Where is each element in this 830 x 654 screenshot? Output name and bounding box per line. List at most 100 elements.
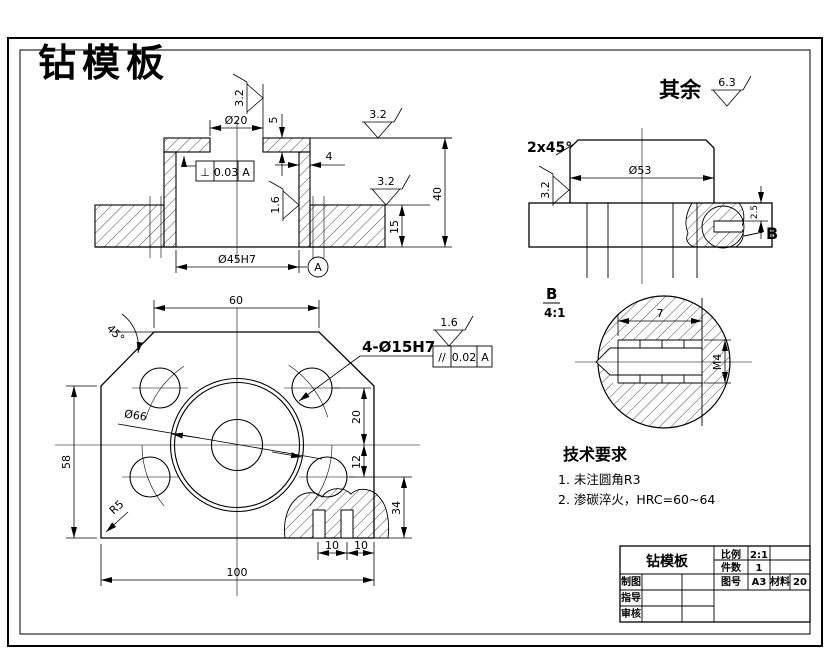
broken-out-section	[284, 488, 390, 539]
hatched-areas	[94, 137, 386, 248]
qiyu-label: 其余	[659, 78, 702, 102]
svg-text:58: 58	[60, 455, 73, 469]
roughness-icon: 3.2	[370, 174, 411, 206]
svg-text:2.5: 2.5	[750, 205, 760, 219]
svg-text:15: 15	[388, 220, 401, 234]
svg-text:1.6: 1.6	[440, 316, 458, 329]
detail-b-callout: B	[766, 224, 778, 243]
svg-text:34: 34	[390, 501, 403, 515]
svg-text:Ø45H7: Ø45H7	[218, 253, 256, 266]
svg-text:A: A	[242, 166, 250, 179]
svg-text:M4: M4	[711, 354, 724, 371]
roughness-icon: 1.6	[433, 315, 474, 347]
dim-m4: M4	[704, 339, 731, 384]
dim-t10: 10 10	[317, 539, 375, 586]
detail-view-b: B 4:1 7 M4	[543, 285, 752, 429]
dim-angle45: 45°	[104, 313, 154, 354]
svg-text:0.02: 0.02	[452, 351, 477, 364]
check-label: 审核	[621, 607, 641, 620]
scale-value: 2:1	[750, 550, 768, 561]
roughness-icon: 3.2	[362, 107, 403, 139]
svg-text:R5: R5	[107, 498, 127, 517]
svg-text:Ø53: Ø53	[629, 164, 652, 177]
general-roughness-note: 其余 6.3	[659, 75, 752, 107]
dim-v20-v12: 20 12	[332, 387, 412, 478]
sheet-border	[7, 37, 823, 647]
tolerance-frame-perpendicular: ⊥ 0.03 A	[181, 156, 255, 182]
svg-text:10: 10	[354, 539, 368, 552]
detail-scale: 4:1	[544, 306, 566, 320]
dim-d4: 4	[275, 150, 345, 168]
part-name: 钻模板	[646, 553, 689, 570]
material-label: 材料	[770, 575, 790, 588]
tolerance-frame-parallel: // 0.02 A	[432, 345, 493, 368]
bolt-holes	[122, 365, 355, 507]
svg-text:A: A	[314, 261, 322, 274]
parallelism-icon: //	[438, 351, 446, 364]
svg-text:Ø20: Ø20	[225, 114, 248, 127]
dwgno-value: A3	[752, 577, 767, 588]
guide-label: 指导	[621, 591, 641, 604]
roughness-icon: 6.3	[711, 75, 752, 107]
svg-text:7: 7	[657, 307, 664, 320]
roughness-value: 6.3	[718, 76, 736, 89]
side-view: B 2.5 Ø53 2x45° 3.2	[527, 128, 778, 284]
svg-text:40: 40	[431, 187, 444, 201]
chamfer-note: 2x45°	[527, 140, 575, 156]
page-title: 钻模板	[38, 41, 170, 85]
svg-text:4: 4	[326, 150, 333, 163]
dim-r5: R5	[105, 498, 129, 533]
svg-text:5: 5	[267, 117, 280, 124]
svg-text:3.2: 3.2	[233, 89, 246, 107]
dwgno-label: 图号	[721, 576, 741, 588]
dim-h58: 58	[60, 385, 97, 539]
tech-req-item: 1. 未注圆角R3	[558, 472, 641, 487]
svg-text:100: 100	[227, 566, 248, 579]
svg-text:Ø66: Ø66	[123, 407, 147, 423]
svg-text:60: 60	[229, 294, 243, 307]
dim-d53: Ø53	[570, 164, 714, 181]
dim-w60: 60	[153, 294, 320, 328]
dim-d15: 15	[385, 204, 430, 247]
svg-text:45°: 45°	[104, 322, 127, 345]
dim-d66: Ø66	[117, 407, 323, 460]
datum-a: A	[299, 256, 329, 278]
svg-text:3.2: 3.2	[539, 181, 552, 199]
roughness-icon: 3.2	[232, 73, 264, 114]
svg-text:2x45°: 2x45°	[527, 140, 572, 156]
svg-text:3.2: 3.2	[377, 175, 395, 188]
plan-view: 60 45° 58 Ø66 20 12	[55, 294, 493, 596]
roughness-icon: 3.2	[538, 165, 570, 206]
tech-req-title: 技术要求	[563, 445, 628, 464]
dim-d45h7: Ø45H7	[175, 250, 300, 273]
svg-text:10: 10	[325, 539, 339, 552]
front-section-view: Ø20 5 4 40 15	[94, 73, 452, 278]
detail-label: B	[546, 285, 557, 303]
material-value: 20	[793, 577, 807, 588]
tech-requirements: 技术要求 1. 未注圆角R3 2. 渗碳淬火，HRC=60~64	[558, 445, 715, 507]
dim-d20: Ø20	[209, 84, 264, 138]
holes-callout: 4-Ø15H7	[298, 338, 435, 402]
dim-d7: 7	[617, 307, 703, 336]
title-block: 钻模板 比例 2:1 件数 1 制图 图号 A3 材料 20 指导 审核	[619, 545, 811, 623]
dim-d40: 40	[310, 137, 452, 248]
dim-v34: 34	[376, 477, 412, 539]
dim-w100: 100	[100, 544, 374, 586]
qty-value: 1	[756, 563, 763, 574]
svg-text:12: 12	[350, 455, 363, 469]
drawn-label: 制图	[621, 575, 641, 588]
svg-text:1.6: 1.6	[269, 196, 282, 214]
tech-req-item: 2. 渗碳淬火，HRC=60~64	[558, 492, 715, 507]
scale-label: 比例	[721, 548, 741, 561]
perpendicularity-icon: ⊥	[200, 166, 210, 179]
dim-d25: 2.5	[742, 186, 768, 239]
svg-text:4-Ø15H7: 4-Ø15H7	[362, 338, 435, 356]
title-block-grid	[620, 546, 810, 622]
svg-text:3.2: 3.2	[369, 108, 387, 121]
svg-text:20: 20	[350, 410, 363, 424]
qty-label: 件数	[721, 561, 742, 574]
roughness-icon: 1.6	[268, 180, 300, 221]
svg-text:A: A	[481, 351, 489, 364]
